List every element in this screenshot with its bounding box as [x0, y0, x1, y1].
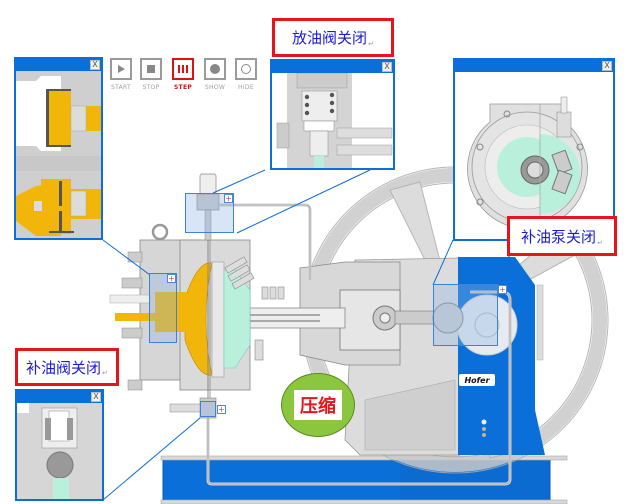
show-label: SHOW [204, 84, 226, 91]
drain-valve-detail-drawing [276, 72, 393, 168]
drain-valve-status-callout: 放油阀关闭↵ [272, 18, 394, 57]
step-label: STEP [173, 84, 193, 91]
drain-valve [196, 173, 220, 400]
step-button[interactable] [172, 58, 194, 80]
popup-titlebar[interactable]: X [272, 61, 393, 73]
drain-valve-status-text: 放油阀关闭 [292, 29, 368, 47]
oil-pump-status-text: 补油泵关闭 [521, 227, 597, 246]
diaphragm-zone[interactable]: + [149, 273, 177, 343]
refill-valve-detail-drawing [17, 403, 102, 499]
step-icon [178, 65, 188, 73]
show-button[interactable] [204, 58, 226, 80]
hide-button[interactable] [235, 58, 257, 80]
expand-icon[interactable]: + [224, 194, 233, 203]
cylinder-head [109, 223, 251, 400]
close-icon[interactable]: X [91, 392, 101, 402]
refill-valve-status-text: 补油阀关闭 [26, 358, 102, 377]
filled-circle-icon [210, 64, 220, 74]
expand-icon[interactable]: + [498, 285, 507, 294]
stop-icon [147, 65, 155, 73]
diaphragm-detail-popup: X [14, 57, 103, 240]
stop-button[interactable] [140, 58, 162, 80]
expand-icon[interactable]: + [167, 274, 176, 283]
refill-valve-status-callout: 补油阀关闭↵ [15, 348, 119, 386]
hide-label: HIDE [238, 84, 254, 91]
popup-titlebar[interactable]: X [455, 60, 613, 72]
play-icon [118, 65, 125, 73]
oil-pump-status-callout: 补油泵关闭↵ [507, 216, 617, 256]
close-icon[interactable]: X [602, 61, 612, 71]
start-button[interactable] [110, 58, 132, 80]
drain-valve-zone[interactable]: + [185, 193, 234, 233]
popup-leader-lines [102, 169, 521, 501]
stop-label: STOP [142, 84, 160, 91]
close-icon[interactable]: X [90, 60, 100, 70]
brand-logo: Hofer [464, 376, 490, 385]
expand-icon[interactable]: + [217, 405, 226, 414]
blue-housing: Hofer [456, 257, 545, 455]
refill-valve-detail-popup: X [15, 389, 104, 501]
oil-pump-detail-popup: X [453, 58, 615, 241]
crosshead-housing [299, 261, 464, 366]
refill-valve-zone[interactable]: + [200, 401, 226, 417]
diaphragm-detail-drawing [16, 71, 101, 238]
phase-label: 压缩 [294, 390, 342, 420]
machine-base [160, 455, 568, 504]
injector-fittings [224, 256, 285, 361]
popup-titlebar[interactable]: X [16, 59, 101, 71]
oil-pump-zone[interactable]: + [433, 284, 507, 346]
popup-titlebar[interactable]: X [17, 391, 102, 403]
oil-piping-outline [207, 204, 511, 485]
phase-indicator: 压缩 [281, 373, 355, 437]
empty-circle-icon [241, 64, 251, 74]
start-label: START [110, 84, 131, 91]
close-icon[interactable]: X [382, 62, 392, 72]
oil-pump-detail-drawing [467, 96, 588, 230]
drain-valve-detail-popup: X [270, 59, 395, 170]
